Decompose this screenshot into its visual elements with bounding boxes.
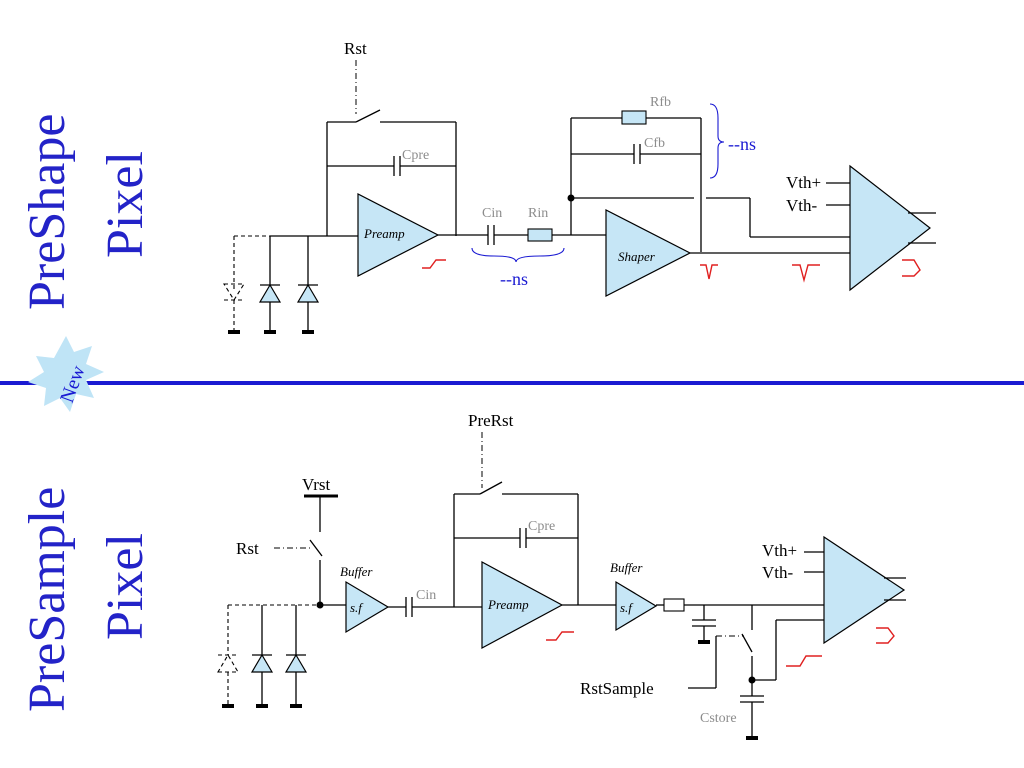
top-shaper-pulse-signal [700, 264, 718, 280]
bottom-sf1-label: s.f [350, 600, 364, 615]
bottom-circuit: Vrst Rst [217, 411, 906, 740]
bottom-cin-label: Cin [416, 588, 436, 603]
top-circuit: Rst Cpre Preamp Cin Rin --ns [223, 39, 936, 334]
new-badge: New [28, 336, 104, 412]
bottom-detector-diode-2 [284, 653, 308, 673]
bottom-output-signal [876, 627, 895, 644]
bottom-sampled-step-signal [786, 655, 822, 667]
bottom-preamp [481, 560, 564, 650]
top-preamp [357, 193, 440, 277]
top-preamp-label: Preamp [363, 226, 405, 241]
bottom-vth-plus-label: Vth+ [762, 541, 797, 560]
top-cfb-label: Cfb [644, 136, 665, 151]
bottom-series-resistor [663, 598, 685, 612]
bottom-buffer-1 [345, 580, 390, 634]
bottom-rst-label: Rst [236, 539, 259, 558]
top-preamp-step-signal [422, 259, 446, 269]
bottom-buffer2-label: Buffer [610, 560, 643, 575]
top-cin-label: Cin [482, 206, 502, 221]
bottom-preamp-label: Preamp [487, 597, 529, 612]
starburst-shape [28, 336, 104, 412]
bottom-sf2-label: s.f [620, 600, 634, 615]
top-shaper-label: Shaper [618, 249, 656, 264]
top-rfb-label: Rfb [650, 95, 671, 110]
bottom-buffer1-label: Buffer [340, 564, 373, 579]
bottom-comparator [823, 535, 906, 645]
bottom-vth-minus-label: Vth- [762, 563, 794, 582]
top-rin-label: Rin [528, 206, 548, 221]
top-vth-minus-label: Vth- [786, 196, 818, 215]
bottom-prerst-label: PreRst [468, 411, 514, 430]
top-vth-plus-label: Vth+ [786, 173, 821, 192]
detector-diode-1 [258, 283, 282, 303]
bottom-preamp-step-signal [546, 631, 574, 641]
bottom-detector-diode-1 [250, 653, 274, 673]
top-comparator [849, 164, 931, 292]
top-rst-label: Rst [344, 39, 367, 58]
bottom-rstsample-label: RstSample [580, 679, 654, 698]
detector-diode-2 [296, 283, 320, 303]
top-input-time-label: --ns [500, 269, 528, 289]
bottom-buffer-2 [615, 580, 658, 632]
top-rfb-resistor [621, 110, 647, 125]
top-rin-resistor [527, 228, 553, 242]
top-output-signal [902, 259, 921, 277]
bottom-vrst-label: Vrst [302, 475, 331, 494]
top-cpre-label: Cpre [402, 148, 429, 163]
bottom-cpre-label: Cpre [528, 519, 555, 534]
top-feedback-time-label: --ns [728, 134, 756, 154]
top-filtered-pulse-signal [792, 264, 820, 283]
top-shaper [605, 209, 692, 297]
bottom-cstore-label: Cstore [700, 711, 737, 726]
